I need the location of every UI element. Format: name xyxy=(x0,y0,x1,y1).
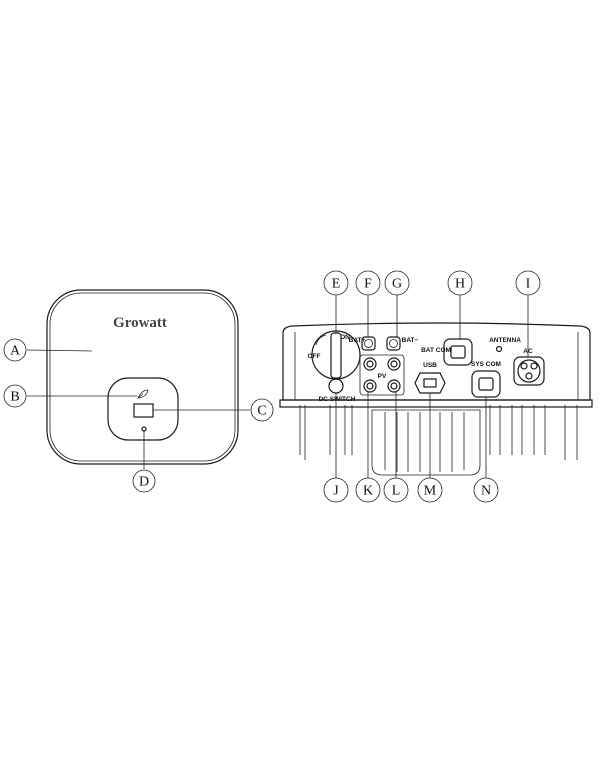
callout-g: G xyxy=(384,270,410,296)
svg-text:ON: ON xyxy=(340,334,350,341)
callout-j: J xyxy=(323,477,349,503)
svg-text:M: M xyxy=(424,484,437,499)
usb-port[interactable] xyxy=(414,372,446,394)
svg-text:A: A xyxy=(10,344,21,359)
callout-i: I xyxy=(515,270,541,296)
callout-m: M xyxy=(417,477,443,503)
heatsink-fins xyxy=(299,405,578,476)
svg-text:G: G xyxy=(392,277,402,292)
callout-c: C xyxy=(250,398,274,422)
svg-text:J: J xyxy=(333,484,339,499)
callout-n: N xyxy=(473,477,499,503)
front-view: Growatt A B C D xyxy=(3,289,274,493)
pv-terminals[interactable] xyxy=(363,357,401,393)
svg-text:ANTENNA: ANTENNA xyxy=(489,337,521,344)
svg-text:OFF: OFF xyxy=(308,353,321,360)
bat-minus-terminal[interactable] xyxy=(386,336,401,351)
ac-connector[interactable] xyxy=(513,356,545,386)
rotate-arrow-icon xyxy=(315,334,327,346)
svg-text:K: K xyxy=(363,484,373,499)
antenna-port[interactable] xyxy=(495,345,503,353)
svg-text:L: L xyxy=(392,484,401,499)
svg-text:F: F xyxy=(364,277,372,292)
svg-text:I: I xyxy=(526,277,531,292)
bottom-view: ON OFF DC SWITCH BAT+ BAT− PV BAT COM US… xyxy=(279,270,593,503)
callout-l: L xyxy=(383,477,409,503)
callout-d: D xyxy=(132,469,156,493)
callout-b: B xyxy=(3,384,27,408)
svg-text:C: C xyxy=(257,404,266,419)
svg-text:DC SWITCH: DC SWITCH xyxy=(319,396,356,403)
svg-text:B: B xyxy=(10,390,19,405)
svg-text:BAT+: BAT+ xyxy=(349,337,366,344)
callout-k: K xyxy=(355,477,381,503)
svg-text:BAT COM: BAT COM xyxy=(421,347,451,354)
callout-h: H xyxy=(447,270,473,296)
callout-f: F xyxy=(355,270,381,296)
callout-a: A xyxy=(3,338,27,362)
bat-plus-terminal[interactable] xyxy=(361,336,376,351)
svg-text:H: H xyxy=(455,277,465,292)
svg-text:USB: USB xyxy=(423,362,437,369)
sys-com-port[interactable] xyxy=(471,370,501,398)
display-panel xyxy=(107,377,179,441)
bat-com-port[interactable] xyxy=(443,338,473,366)
svg-text:SYS COM: SYS COM xyxy=(471,361,501,368)
svg-text:PV: PV xyxy=(378,373,387,380)
growatt-logo: Growatt xyxy=(113,315,167,331)
leaf-icon xyxy=(137,389,149,399)
button-indicator xyxy=(141,426,147,432)
svg-text:BAT−: BAT− xyxy=(402,337,419,344)
svg-text:D: D xyxy=(139,475,149,490)
svg-text:N: N xyxy=(481,484,491,499)
display-screen xyxy=(133,403,154,418)
svg-text:E: E xyxy=(332,277,341,292)
callout-e: E xyxy=(323,270,349,296)
